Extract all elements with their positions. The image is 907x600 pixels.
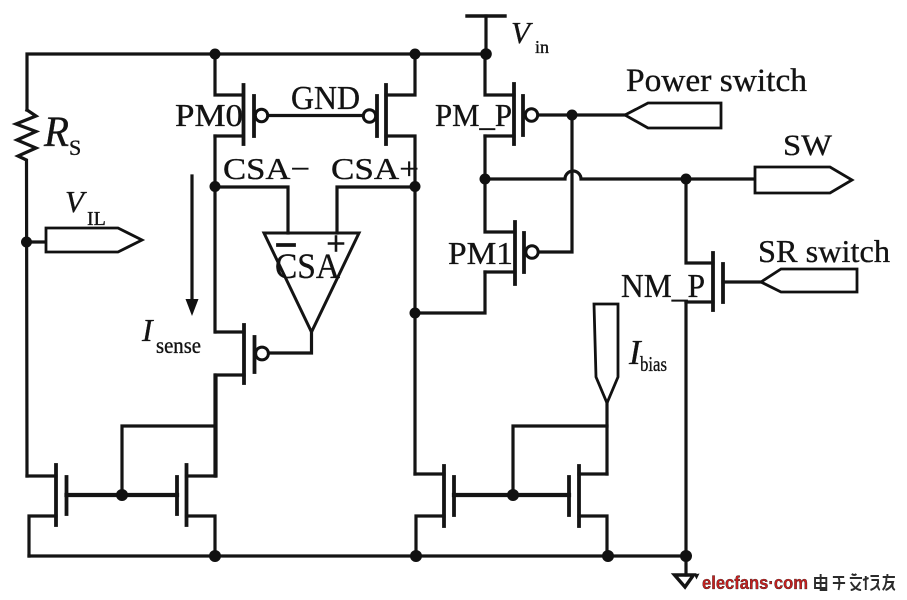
svg-text:S: S (69, 135, 81, 160)
svg-text:PM_P: PM_P (435, 97, 512, 133)
svg-text:I: I (628, 333, 643, 372)
svg-text:IL: IL (87, 208, 106, 230)
svg-text:I: I (141, 312, 154, 348)
svg-text:sense: sense (156, 333, 201, 358)
svg-text:bias: bias (640, 352, 667, 376)
svg-text:Power switch: Power switch (626, 63, 808, 99)
svg-text:CSA: CSA (275, 246, 340, 286)
svg-text:elecfans·com: elecfans·com (702, 573, 808, 593)
svg-text:R: R (43, 109, 69, 156)
svg-text:CSA+: CSA+ (331, 151, 419, 186)
svg-text:V: V (511, 15, 533, 50)
svg-text:PM0: PM0 (175, 97, 243, 133)
svg-text:PM1: PM1 (448, 235, 513, 271)
svg-text:NM_P: NM_P (621, 268, 705, 305)
svg-text:SW: SW (783, 129, 833, 162)
svg-text:V: V (65, 184, 87, 219)
svg-text:SR switch: SR switch (758, 233, 890, 269)
svg-text:in: in (535, 37, 549, 57)
svg-text:CSA−: CSA− (223, 151, 310, 186)
svg-text:GND: GND (291, 80, 360, 117)
